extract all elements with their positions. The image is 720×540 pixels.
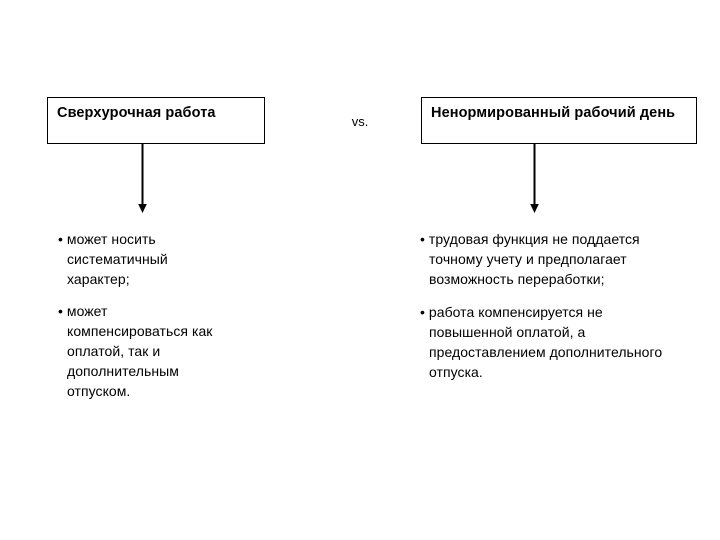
header-box-irregular-working-day: Ненормированный рабочий день bbox=[421, 97, 697, 144]
bullet-item: • работа компенсируется не повышенной оп… bbox=[420, 304, 663, 380]
bullet-list-overtime-work: • может носить систематичный характер; •… bbox=[58, 229, 218, 401]
versus-label: vs. bbox=[351, 114, 369, 129]
bullet-item: • может носить систематичный характер; bbox=[58, 231, 168, 287]
header-box-overtime-work: Сверхурочная работа bbox=[47, 97, 265, 144]
down-arrow-icon-right bbox=[530, 144, 539, 213]
bullet-item: • может компенсироваться как оплатой, та… bbox=[58, 303, 213, 399]
down-arrow-icon-left bbox=[138, 144, 147, 213]
bullet-list-irregular-working-day: • трудовая функция не поддается точному … bbox=[420, 229, 682, 395]
header-box-overtime-work-title: Сверхурочная работа bbox=[57, 105, 216, 121]
bullet-item: • трудовая функция не поддается точному … bbox=[420, 231, 640, 287]
header-box-irregular-working-day-title: Ненормированный рабочий день bbox=[431, 105, 676, 121]
